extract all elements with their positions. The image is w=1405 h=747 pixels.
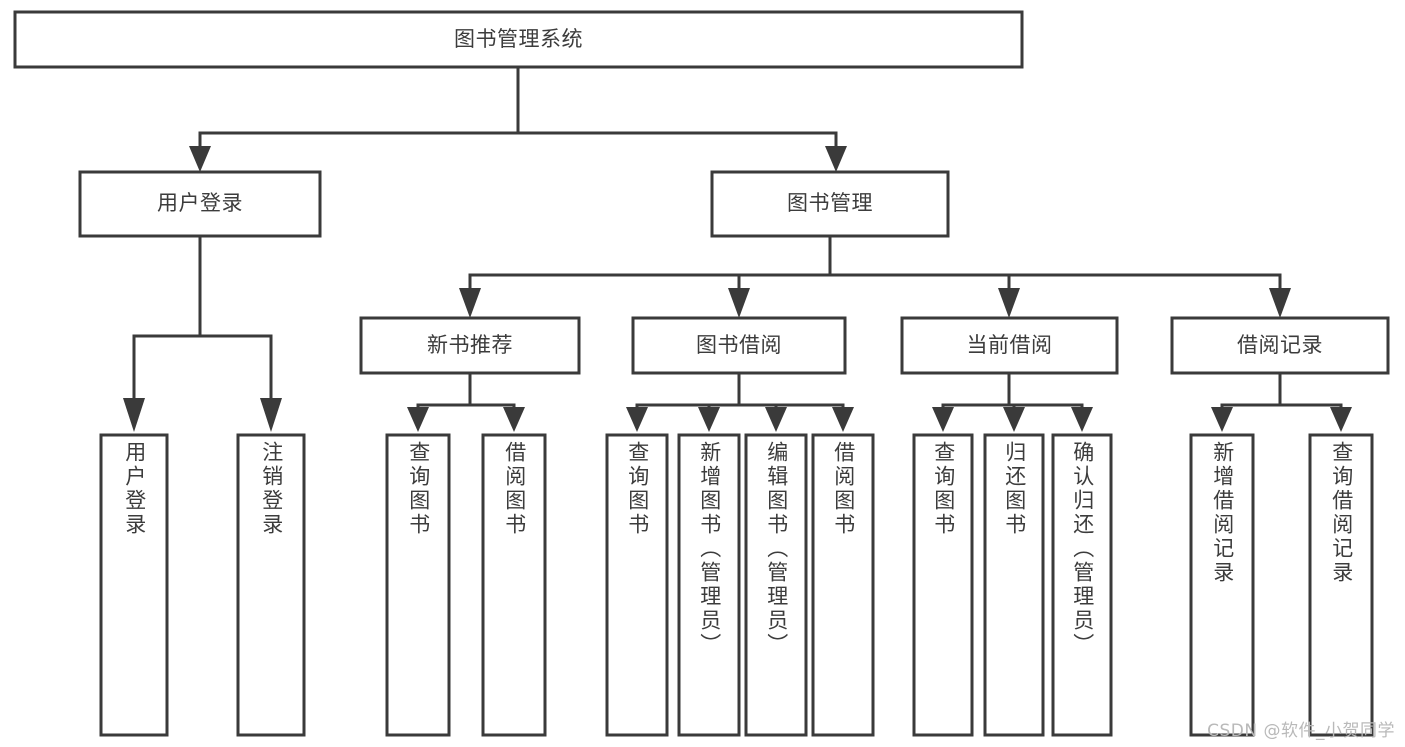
arrowhead-current-leaf-1	[932, 407, 954, 432]
arrowhead-current-leaf-3	[1071, 407, 1093, 432]
node-box-root-0[interactable]	[13, 10, 1024, 69]
arrowhead-rec-leaf-2	[503, 407, 525, 432]
arrowhead-login-leaf-2	[260, 398, 282, 432]
node-box-leaf-11[interactable]	[1189, 433, 1255, 737]
node-box-level2-0[interactable]	[359, 316, 581, 375]
arrowhead-to-user-login	[189, 146, 211, 172]
arrowhead-rec-leaf-1	[407, 407, 429, 432]
node-box-leaf-7[interactable]	[811, 433, 875, 737]
node-box-leaf-4[interactable]	[605, 433, 669, 737]
node-box-leaf-2[interactable]	[385, 433, 451, 737]
arrowhead-borrow-leaf-3	[765, 407, 787, 432]
arrowhead-current-leaf-2	[1003, 407, 1025, 432]
node-box-layer	[13, 10, 1390, 737]
arrowhead-borrow-leaf-1	[626, 407, 648, 432]
arrowhead-record-leaf-1	[1211, 407, 1233, 432]
node-box-leaf-9[interactable]	[983, 433, 1045, 737]
node-box-level2-1[interactable]	[631, 316, 847, 375]
node-box-level1-0[interactable]	[78, 170, 322, 238]
arrowhead-login-leaf-1	[123, 398, 145, 432]
arrowhead-borrow-leaf-4	[832, 407, 854, 432]
arrowhead-to-new-book-rec	[459, 288, 481, 318]
connector-layer	[123, 65, 1352, 432]
node-box-level1-1[interactable]	[710, 170, 950, 238]
node-box-leaf-10[interactable]	[1051, 433, 1113, 737]
node-box-leaf-5[interactable]	[677, 433, 741, 737]
node-box-level2-2[interactable]	[900, 316, 1119, 375]
arrowhead-to-book-borrow	[728, 288, 750, 318]
arrowhead-record-leaf-2	[1330, 407, 1352, 432]
arrowhead-to-current-borrow	[998, 288, 1020, 318]
arrowhead-to-book-manage	[825, 146, 847, 172]
arrowhead-to-borrow-record	[1269, 288, 1291, 318]
node-box-leaf-1[interactable]	[236, 433, 306, 737]
node-box-leaf-6[interactable]	[744, 433, 808, 737]
node-box-leaf-8[interactable]	[912, 433, 974, 737]
node-box-level2-3[interactable]	[1170, 316, 1390, 375]
watermark-text: CSDN @软件_小贺同学	[1207, 721, 1395, 741]
arrowhead-borrow-leaf-2	[698, 407, 720, 432]
node-box-leaf-12[interactable]	[1308, 433, 1374, 737]
node-box-leaf-3[interactable]	[481, 433, 547, 737]
node-box-leaf-0[interactable]	[99, 433, 169, 737]
